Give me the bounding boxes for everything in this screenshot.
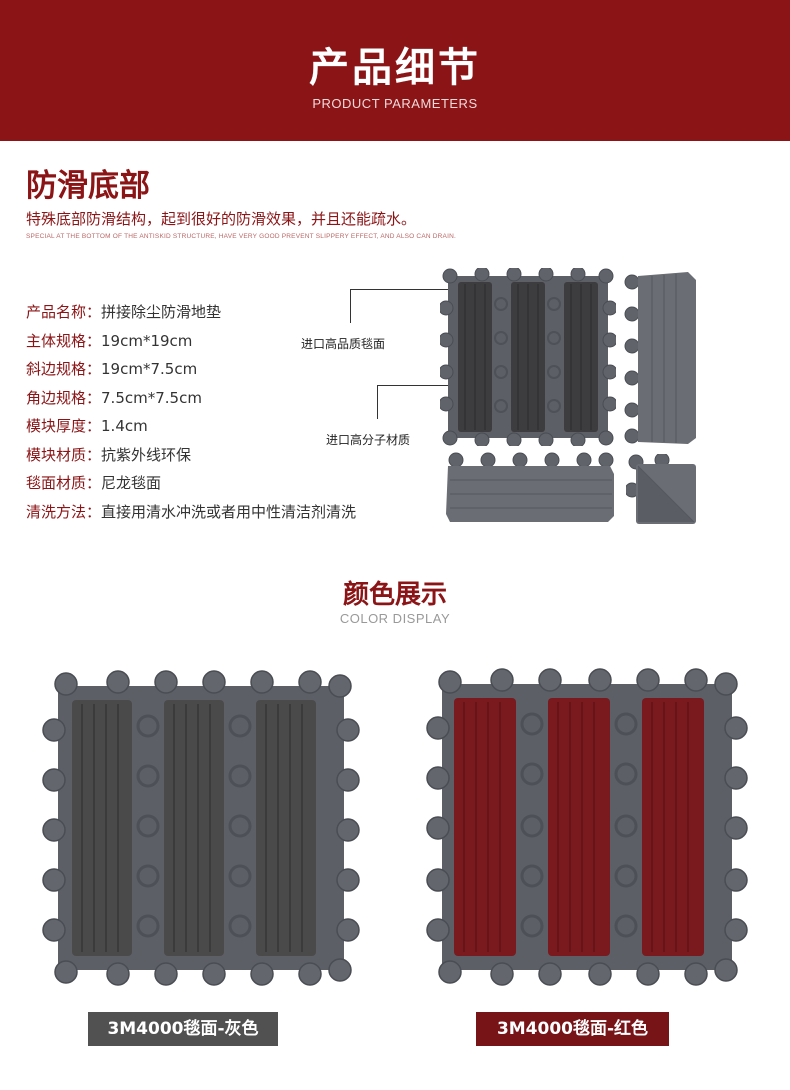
red-mat-image	[426, 668, 748, 986]
spec-key: 产品名称：	[26, 303, 102, 321]
antislip-title: 防滑底部	[26, 168, 150, 204]
color-display-subtitle: COLOR DISPLAY	[339, 611, 451, 626]
spec-value: 19cm*7.5cm	[101, 360, 198, 378]
spec-row: 毯面材质：尼龙毯面	[26, 471, 356, 500]
spec-key: 角边规格：	[26, 388, 102, 407]
spec-list: 产品名称：拼接除尘防滑地垫 主体规格：19cm*19cm 斜边规格：19cm*7…	[26, 300, 356, 528]
spec-row: 产品名称：拼接除尘防滑地垫	[26, 300, 356, 329]
spec-row: 斜边规格：19cm*7.5cm	[26, 357, 356, 386]
main-tile-image	[440, 268, 616, 446]
spec-key: 毯面材质：	[26, 474, 102, 492]
spec-value: 直接用清水冲洗或者用中性清洁剂清洗	[101, 502, 357, 521]
spec-value: 拼接除尘防滑地垫	[101, 303, 222, 321]
callout-line-polymer-vertical	[377, 385, 378, 419]
header-banner: 产品细节 PRODUCT PARAMETERS	[0, 0, 790, 141]
bottom-edge-strip-image	[446, 452, 614, 522]
spec-row: 主体规格：19cm*19cm	[26, 329, 356, 358]
spec-key: 主体规格：	[26, 331, 102, 350]
spec-row: 模块材质：抗紫外线环保	[26, 443, 356, 472]
gray-mat-image	[42, 670, 360, 986]
callout-line-carpet-horizontal	[350, 289, 472, 290]
spec-value: 19cm*19cm	[101, 331, 193, 350]
spec-key: 模块厚度：	[26, 417, 102, 435]
color-display-title: 颜色展示	[342, 580, 447, 610]
red-variant-label: 3M4000毯面-红色	[476, 1012, 669, 1046]
corner-piece-image	[626, 454, 696, 524]
gray-variant-label: 3M4000毯面-灰色	[88, 1012, 278, 1046]
callout-carpet: 进口高品质毯面	[301, 337, 386, 351]
spec-row: 模块厚度：1.4cm	[26, 414, 356, 443]
spec-value: 7.5cm*7.5cm	[101, 388, 202, 407]
spec-key: 模块材质：	[26, 445, 102, 464]
page-subtitle: PRODUCT PARAMETERS	[312, 96, 478, 111]
callout-line-carpet-vertical	[350, 289, 351, 323]
spec-key: 清洗方法：	[26, 502, 102, 521]
spec-value: 1.4cm	[101, 417, 148, 435]
antislip-description: 特殊底部防滑结构，起到很好的防滑效果，并且还能疏水。	[26, 210, 417, 228]
page-title: 产品细节	[309, 45, 481, 91]
side-edge-strip-image	[624, 272, 696, 444]
spec-value: 尼龙毯面	[101, 474, 162, 492]
callout-polymer: 进口高分子材质	[326, 433, 411, 447]
antislip-english: SPECIAL AT THE BOTTOM OF THE ANTISKID ST…	[26, 233, 456, 240]
spec-row: 角边规格：7.5cm*7.5cm	[26, 386, 356, 415]
spec-row: 清洗方法：直接用清水冲洗或者用中性清洁剂清洗	[26, 500, 356, 529]
spec-key: 斜边规格：	[26, 360, 102, 378]
spec-value: 抗紫外线环保	[101, 445, 192, 464]
callout-line-polymer-horizontal	[377, 385, 499, 386]
